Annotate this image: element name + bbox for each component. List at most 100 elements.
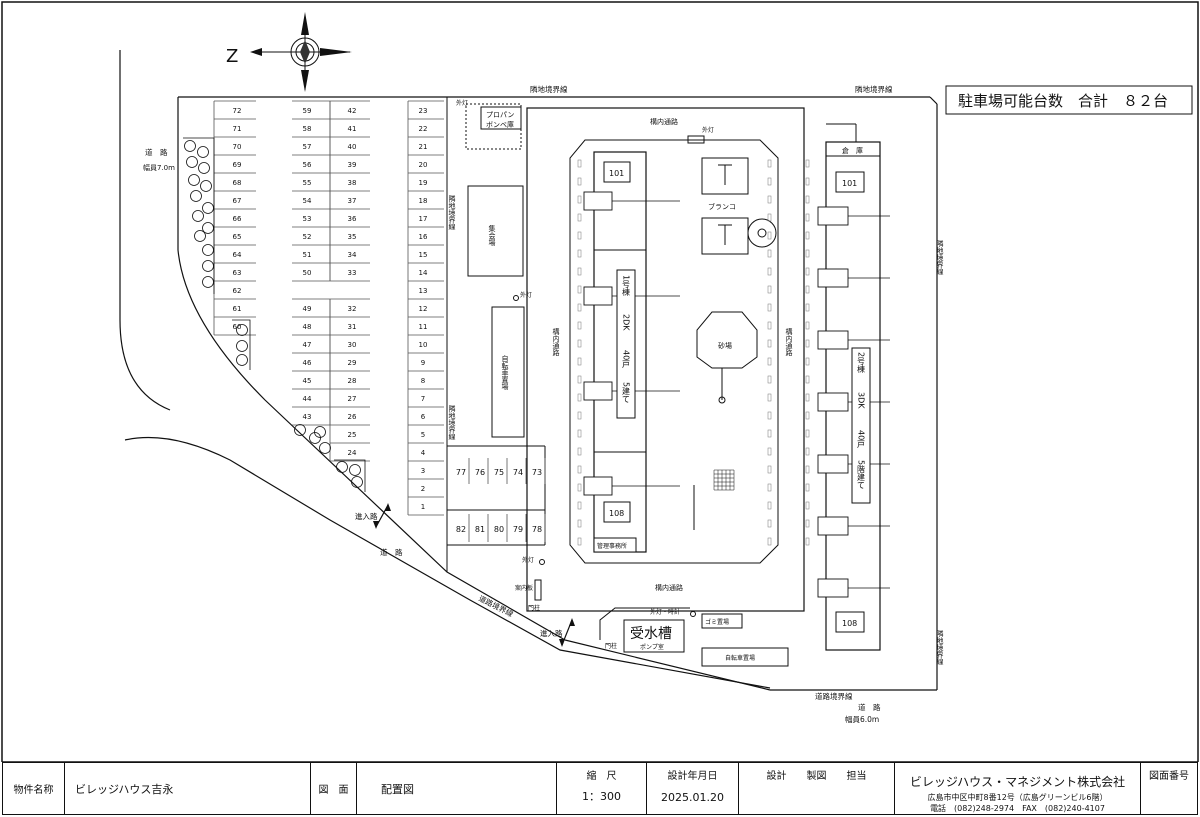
parking-space-number: 18	[419, 197, 428, 205]
balcony-notch	[817, 578, 849, 598]
parking-space-number: 16	[419, 233, 428, 241]
hedge-marker	[767, 285, 772, 294]
building-1-units	[583, 191, 680, 496]
tree-icon	[747, 218, 777, 248]
light-label: 外灯	[456, 99, 468, 107]
parking-space-number: 1	[421, 503, 425, 511]
hedge-marker	[577, 411, 582, 420]
hedge-marker	[577, 483, 582, 492]
parking-space-number: 15	[419, 251, 428, 259]
hedge-marker	[577, 195, 582, 204]
hedge-marker	[767, 303, 772, 312]
parking-space-number: 82	[456, 525, 466, 534]
drawing-label: 図 面	[318, 785, 349, 796]
hedge-marker	[577, 177, 582, 186]
parking-space-number: 27	[348, 395, 357, 403]
hedge-marker	[767, 159, 772, 168]
hedge-marker	[767, 195, 772, 204]
parking-space-number: 59	[303, 107, 312, 115]
tree-icon	[194, 230, 206, 242]
boundary-label: 隣地境界線	[448, 404, 456, 440]
balcony-notch	[817, 206, 849, 226]
design-cell: 設計 製図 担当	[739, 763, 895, 814]
company-tel: 電話 (082)248-2974 FAX (082)240-4107	[930, 804, 1105, 813]
light-label: 外灯	[522, 556, 534, 564]
hedge-marker	[805, 159, 810, 168]
planting-edge	[232, 319, 251, 370]
parking-space-number: 38	[348, 179, 357, 187]
north-compass-icon	[250, 12, 352, 92]
parking-space-number: 37	[348, 197, 357, 205]
hedge-marker	[805, 213, 810, 222]
parking-space-number: 50	[303, 269, 312, 277]
parking-total-box	[945, 85, 1193, 115]
hedge-marker	[767, 483, 772, 492]
hedge-marker	[767, 519, 772, 528]
hedge-marker	[805, 519, 810, 528]
balcony-notch	[817, 268, 849, 288]
tree-icon	[202, 244, 214, 256]
boundary-label: 道路境界線	[815, 691, 853, 701]
parking-space-number: 67	[233, 197, 242, 205]
hedge-marker	[767, 213, 772, 222]
parking-grid: 7271706968676665646362616059585756555453…	[213, 100, 444, 516]
bicycle-parking-label: 自転車置場	[501, 354, 509, 391]
entrance-arrow-icon	[373, 503, 575, 647]
parking-space-number: 6	[421, 413, 426, 421]
hedge-marker	[577, 339, 582, 348]
hedge-marker	[805, 429, 810, 438]
parking-space-number: 20	[419, 161, 428, 169]
parking-space-number: 55	[303, 179, 312, 187]
tree-icon	[188, 174, 200, 186]
drawing-no-label: 図面番号	[1149, 771, 1189, 782]
road-label: 道 路	[858, 702, 881, 712]
building-1-floors: 5建て	[622, 382, 631, 403]
hedge-marker	[805, 267, 810, 276]
hedge-marker	[767, 375, 772, 384]
hedge-marker	[577, 465, 582, 474]
parking-space-number: 26	[348, 413, 357, 421]
propane-label: プロパン	[486, 111, 514, 119]
hedge-marker	[805, 465, 810, 474]
drawing-label-cell: 図 面	[311, 763, 357, 814]
parking-space-number: 2	[421, 485, 425, 493]
parking-space-number: 33	[348, 269, 357, 277]
hedge-marker	[767, 231, 772, 240]
parking-space-number: 62	[233, 287, 242, 295]
design-label: 設計 製図 担当	[766, 771, 867, 782]
parking-space-number: 5	[421, 431, 425, 439]
hedge-marker	[767, 357, 772, 366]
drawing-value-cell: 配置図	[357, 763, 557, 814]
water-tank	[623, 619, 685, 653]
bicycle-parking-label: 自転車置場	[725, 654, 755, 662]
road-label: 道 路	[380, 547, 403, 557]
parking-space-number: 69	[233, 161, 242, 169]
building-1-units-count: 40戸	[622, 350, 631, 369]
building-1-type: 2DK	[622, 314, 631, 331]
hedge-marker	[577, 321, 582, 330]
parking-space-number: 76	[475, 468, 485, 477]
entrance-label: 進入路	[540, 628, 563, 638]
parking-space-number: 36	[348, 215, 357, 223]
building-2-label: 2号棟	[857, 352, 866, 374]
hedge-marker	[805, 249, 810, 258]
building-2-units-count: 40戸	[857, 430, 866, 449]
hedge-marker	[767, 429, 772, 438]
parking-space-number: 72	[233, 107, 242, 115]
parking-space-number: 13	[419, 287, 428, 295]
hedge-marker	[767, 267, 772, 276]
tree-icon	[336, 461, 348, 473]
balcony-notch	[583, 286, 613, 306]
hedge-marker	[767, 537, 772, 546]
management-office-label: 管理事務所	[597, 542, 627, 550]
date-label: 設計年月日	[667, 771, 718, 782]
gate-post-label: 門柱	[528, 604, 540, 612]
parking-space-number: 71	[233, 125, 242, 133]
hedge-marker	[805, 339, 810, 348]
storage-label: 倉 庫	[842, 146, 863, 155]
parking-space-number: 8	[421, 377, 425, 385]
planting-edge	[334, 459, 366, 492]
hedge-marker	[577, 537, 582, 546]
boundary-label: 隣地境界線	[855, 84, 893, 94]
